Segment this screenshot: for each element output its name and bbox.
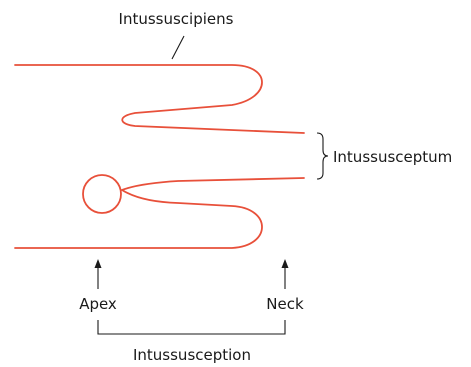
intussusceptum-label: Intussusceptum [333,148,452,166]
apex-label: Apex [79,295,117,313]
intussuscipiens-label: Intussuscipiens [119,10,234,28]
neck-label: Neck [266,295,304,313]
bowel-wall-upper [14,64,305,134]
apex-arrowhead [94,259,102,268]
bowel-wall-lower [14,177,305,249]
apex-loop [82,174,122,214]
neck-arrowhead [281,259,289,268]
intussuscipiens-leader-line [171,35,185,60]
intussusception-bracket [97,320,286,335]
intussusception-label: Intussusception [133,346,251,364]
intussusceptum-brace [316,132,329,180]
